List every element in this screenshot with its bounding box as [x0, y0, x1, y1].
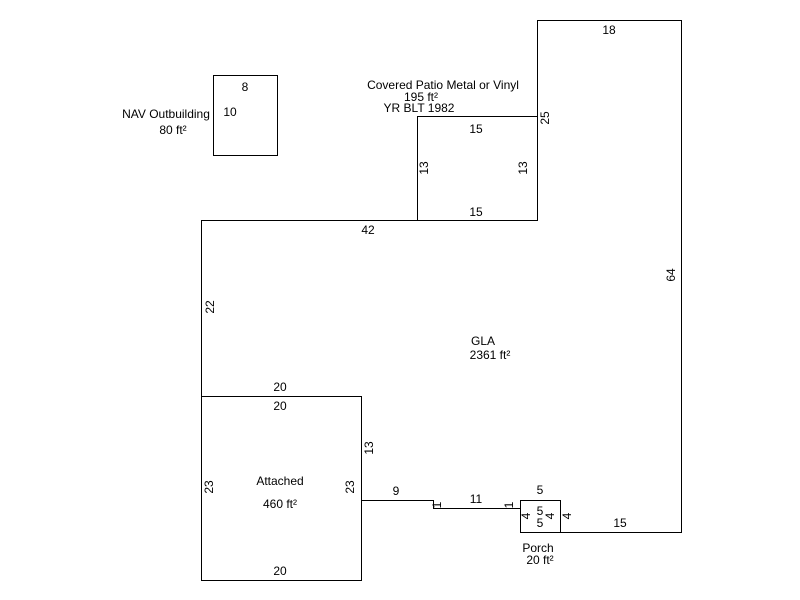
gla-dim-right: 64 [664, 268, 678, 282]
porch-dim-inner-top: 5 [537, 504, 544, 518]
patio-dim-top: 15 [469, 122, 483, 136]
gla-dim-1a: 1 [430, 501, 444, 508]
patio-area: 195 ft² [404, 90, 438, 104]
gla-dim-step-right: 13 [362, 441, 376, 455]
gla-dim-1b: 1 [502, 501, 516, 508]
porch-label: Porch [522, 541, 553, 555]
gla-dim-top-right: 18 [602, 23, 616, 37]
gla-dim-top-left: 42 [361, 223, 375, 237]
gla-step-outline [361, 500, 521, 509]
gla-dim-attached-top: 20 [273, 380, 287, 394]
gla-dim-bottom: 15 [613, 516, 627, 530]
attached-dim-bottom: 20 [273, 564, 287, 578]
attached-area: 460 ft² [263, 497, 297, 511]
gla-dim-left: 22 [203, 300, 217, 314]
porch-dim-inner-left: 4 [519, 512, 533, 519]
patio-dim-left: 13 [417, 161, 431, 175]
outbuilding-area: 80 ft² [159, 123, 186, 137]
patio-label: Covered Patio Metal or Vinyl [367, 78, 519, 92]
attached-outline [201, 396, 362, 581]
outbuilding-label: NAV Outbuilding [122, 107, 210, 121]
outbuilding-dim-top: 8 [242, 80, 249, 94]
gla-dim-11: 11 [470, 492, 483, 506]
gla-dim-9: 9 [393, 484, 400, 498]
porch-outline [520, 500, 561, 533]
patio-dim-bottom: 15 [469, 205, 483, 219]
gla-outline [201, 20, 682, 533]
patio-dim-right: 13 [516, 161, 530, 175]
attached-dim-right: 23 [343, 480, 357, 494]
porch-dim-inner-right: 4 [543, 512, 557, 519]
attached-dim-top: 20 [273, 399, 287, 413]
attached-dim-left: 23 [202, 480, 216, 494]
porch-dim-inner-bottom: 5 [537, 516, 544, 530]
outbuilding-dim-side: 10 [223, 105, 237, 119]
patio-year-built: YR BLT 1982 [384, 101, 455, 115]
gla-label: GLA [471, 334, 495, 348]
attached-label: Attached [256, 474, 303, 488]
porch-dim-top: 5 [537, 483, 544, 497]
porch-area: 20 ft² [526, 553, 553, 567]
outbuilding-outline [213, 75, 278, 156]
porch-dim-outer-right: 4 [560, 512, 574, 519]
gla-area: 2361 ft² [470, 348, 511, 362]
gla-dim-upper-left: 25 [538, 111, 552, 125]
